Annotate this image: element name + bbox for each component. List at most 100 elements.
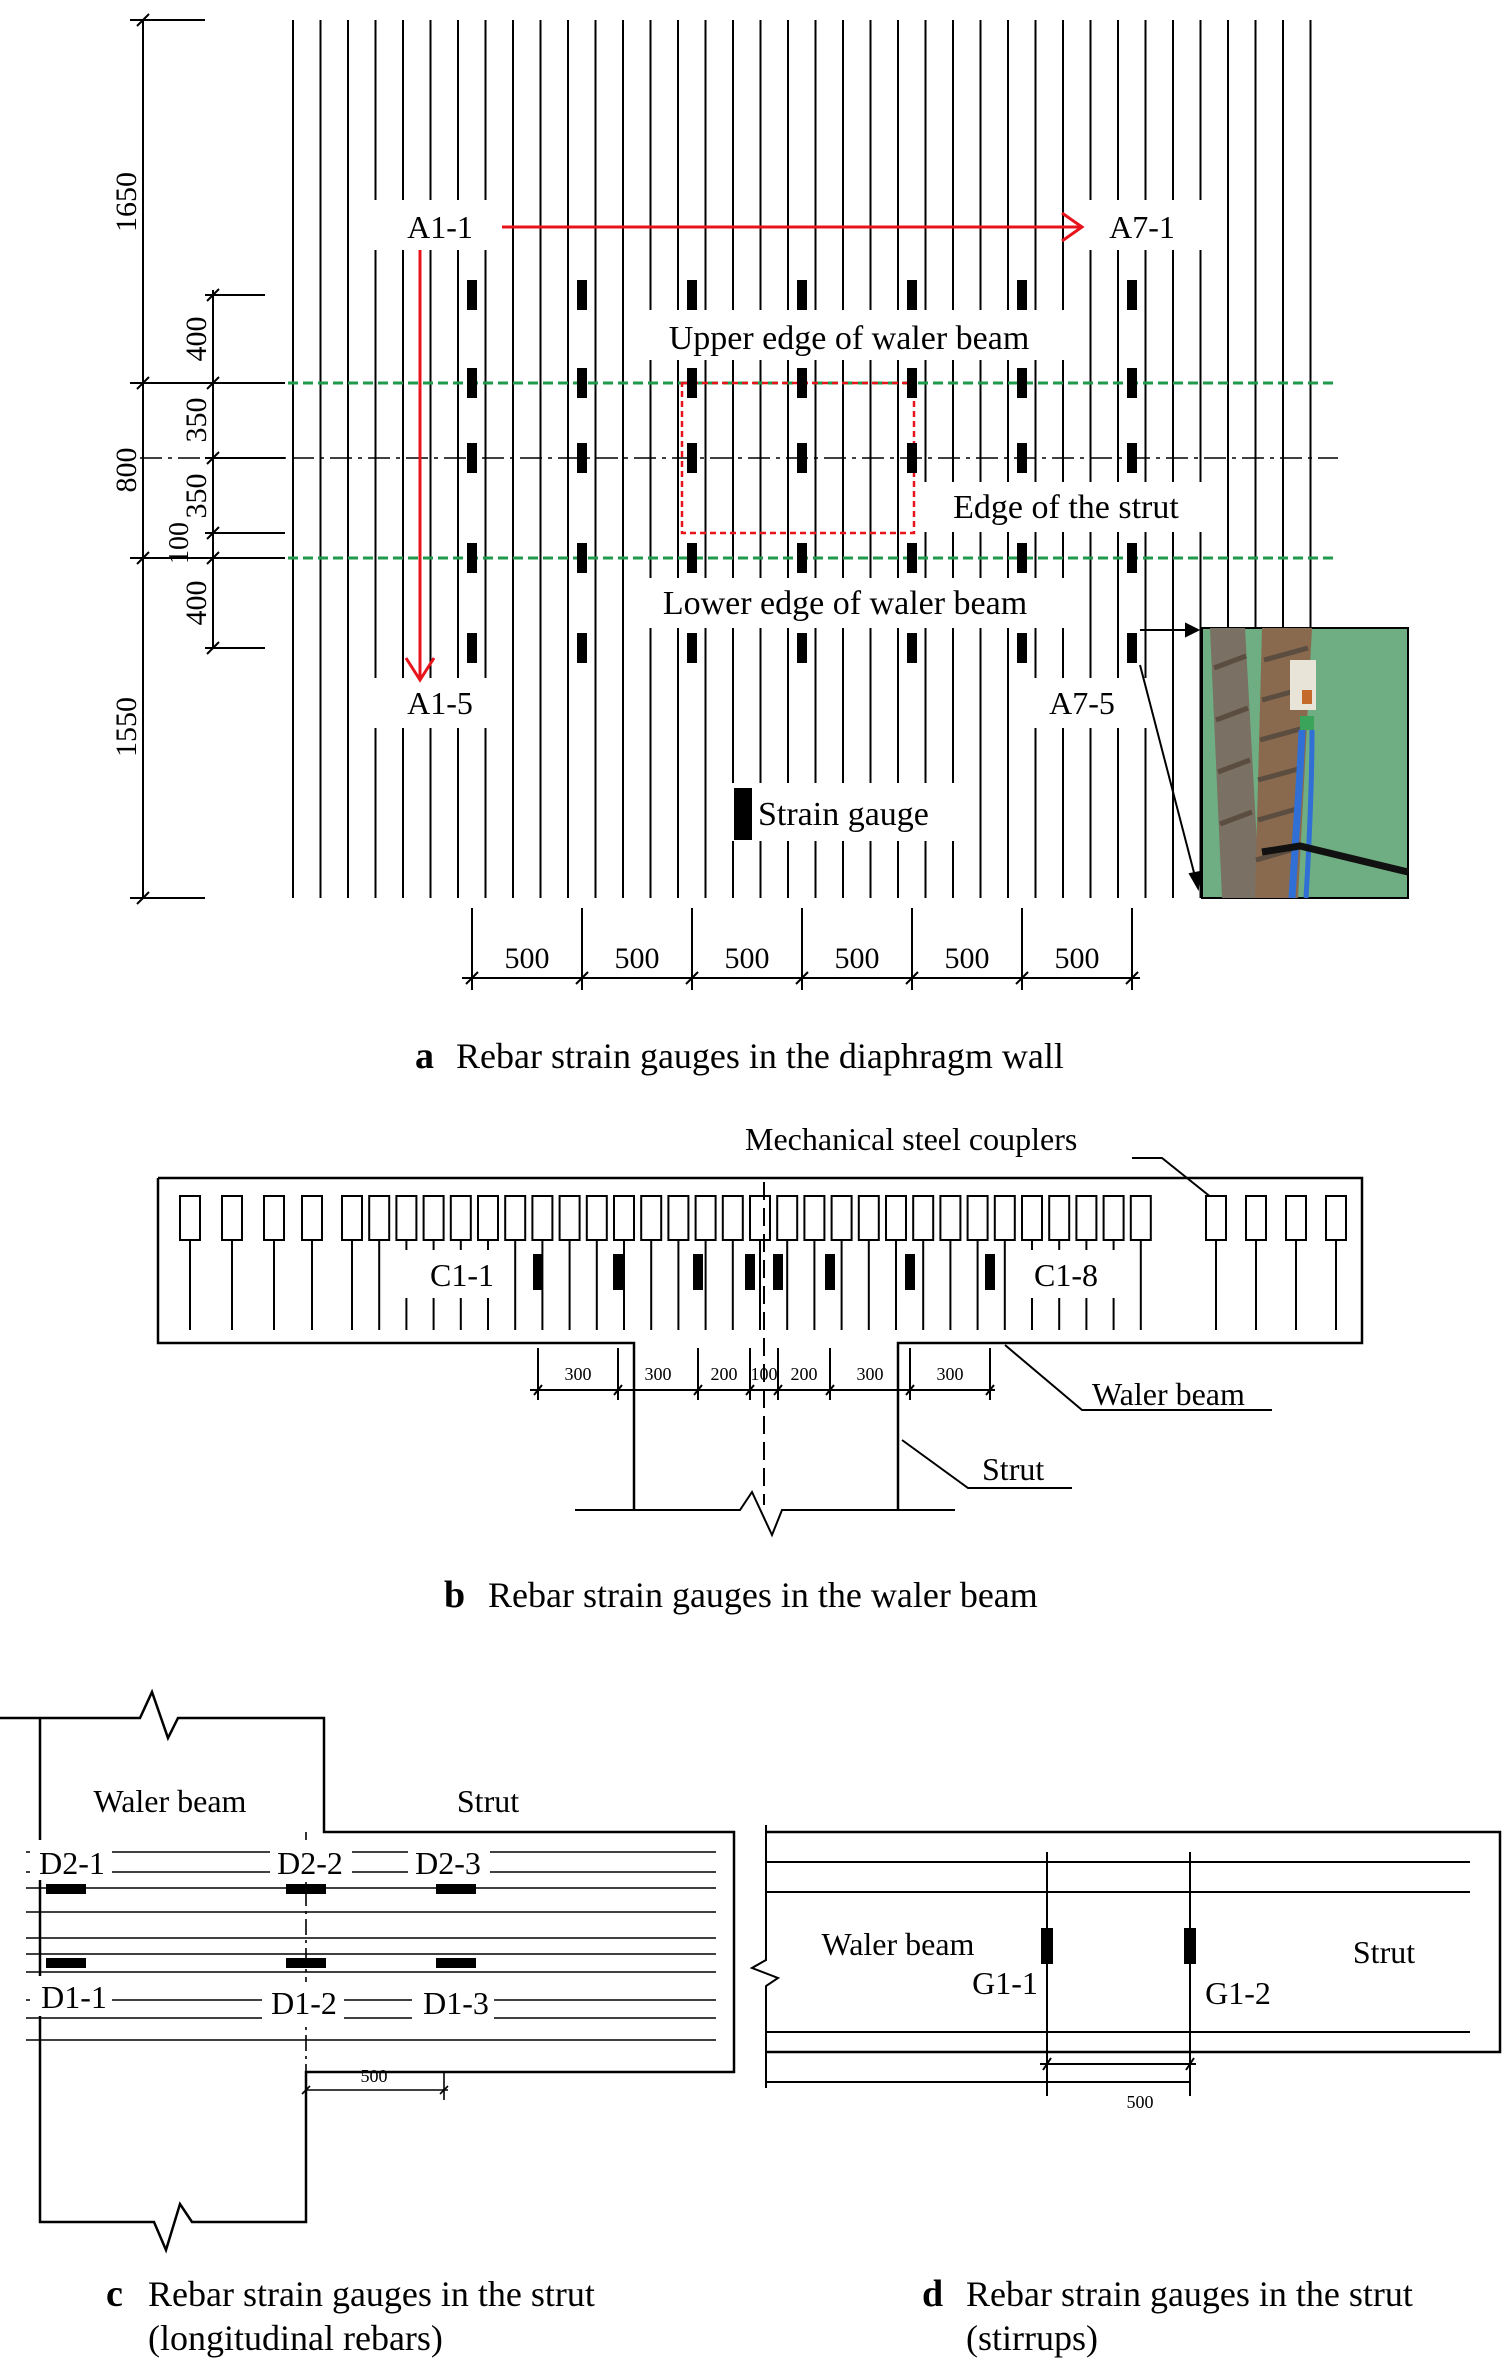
wall-strain-gauge [687,543,697,573]
wall-strain-gauge [1017,443,1027,473]
dim-300-a: 300 [565,1364,592,1384]
dim-400-upper: 400 [180,317,213,362]
couplers-leader [1132,1157,1213,1199]
wall-strain-gauge [577,633,587,663]
caption-b-letter: b [444,1574,465,1616]
coupler [993,1195,1016,1241]
wall-strain-gauge [687,280,697,310]
label-couplers: Mechanical steel couplers [745,1121,1077,1157]
dim-100: 100 [164,522,195,564]
coupler [1285,1195,1307,1241]
wall-strain-gauge [907,280,917,310]
coupler [1205,1195,1227,1241]
wall-strain-gauge [907,543,917,573]
coupler [694,1195,717,1241]
label-lower-edge: Lower edge of waler beam [663,585,1027,622]
dim-800: 800 [110,448,143,493]
coupler [1325,1195,1347,1241]
coupler [640,1195,663,1241]
stirrup-lines [766,1852,1470,2096]
coupler [395,1195,418,1241]
coupler [263,1195,285,1241]
coupler [912,1195,935,1241]
waler-leader [1004,1344,1272,1411]
waler-strain-gauge [693,1254,703,1290]
coupler [368,1195,391,1241]
waler-strain-gauge [905,1254,915,1290]
wall-strain-gauge [467,443,477,473]
wall-strain-gauge [907,633,917,663]
photo-pointer [1139,622,1202,892]
coupler [558,1195,581,1241]
left-dimensions [130,13,285,905]
coupler-row [179,1195,1347,1330]
caption-b: Rebar strain gauges in the waler beam [488,1575,1038,1615]
caption-d-line1: Rebar strain gauges in the strut [966,2274,1413,2314]
label-strut-b: Strut [982,1451,1044,1487]
waler-strain-gauge [745,1254,755,1290]
caption-a-letter: a [415,1035,434,1077]
wall-strain-gauge [1127,280,1137,310]
strut-longitudinal-rebars [26,1851,716,2041]
label-backgrounds [365,200,1210,841]
coupler [749,1195,771,1241]
dim-350-lower: 350 [180,474,213,519]
wall-strain-gauge [907,368,917,398]
bottom-dimensions [462,908,1140,990]
coupler [776,1195,799,1241]
label-strut-c: Strut [457,1783,519,1819]
coupler [341,1195,363,1241]
dim-500-c: 500 [361,2066,388,2086]
caption-c-letter: c [106,2273,123,2315]
wall-strain-gauge [1017,368,1027,398]
dim-500-5: 500 [945,942,990,975]
wall-strain-gauge [1017,280,1027,310]
coupler [1021,1195,1043,1241]
coupler [422,1195,445,1241]
wall-strain-gauge [687,633,697,663]
coupler [531,1195,554,1241]
legend-gauge-symbol [734,788,752,840]
coupler [721,1195,744,1241]
coupler [1245,1195,1267,1241]
label-a7-5: A7-5 [1049,685,1115,721]
wall-strain-gauge [907,443,917,473]
coupler [1048,1195,1071,1241]
wall-strain-gauges [467,280,1137,663]
label-g1-2: G1-2 [1205,1975,1271,2011]
caption-c-line1: Rebar strain gauges in the strut [148,2274,595,2314]
wall-strain-gauge [1127,543,1137,573]
wall-strain-gauge [1017,543,1027,573]
wall-strain-gauge [577,543,587,573]
wall-strain-gauge [1127,443,1137,473]
label-c1-8: C1-8 [1034,1257,1098,1293]
waler-strut-outline [0,1688,736,2254]
wall-strain-gauge [1127,633,1137,663]
coupler [939,1195,962,1241]
dim-500-2: 500 [615,942,660,975]
coupler [1075,1195,1098,1241]
legend-strain-gauge: Strain gauge [758,796,929,833]
wall-strain-gauge [467,633,477,663]
dim-1650: 1650 [110,172,143,232]
waler-beam-outline [156,1176,1364,1510]
caption-d-letter: d [922,2273,943,2315]
dim-500-d: 500 [1127,2092,1154,2112]
coupler [966,1195,989,1241]
waler-dimensions [530,1348,995,1400]
wall-strain-gauge [797,280,807,310]
dim-500-3: 500 [725,942,770,975]
b-label-backgrounds [402,1250,1122,1298]
dim-200-a: 200 [711,1364,738,1384]
dim-1550: 1550 [110,697,143,757]
rebar-gauge-photo [1201,627,1409,899]
label-d1-2: D1-2 [271,1985,337,2021]
label-d2-3: D2-3 [415,1845,481,1881]
caption-c-line2: (longitudinal rebars) [148,2318,443,2358]
coupler [803,1195,826,1241]
strut-top-bottom [766,1830,1502,2054]
wall-strain-gauge [1017,633,1027,663]
label-edge-strut: Edge of the strut [953,489,1179,526]
panel-b-waler-beam: Mechanical steel couplers C1-1 C1-8 300 … [156,1121,1364,1616]
